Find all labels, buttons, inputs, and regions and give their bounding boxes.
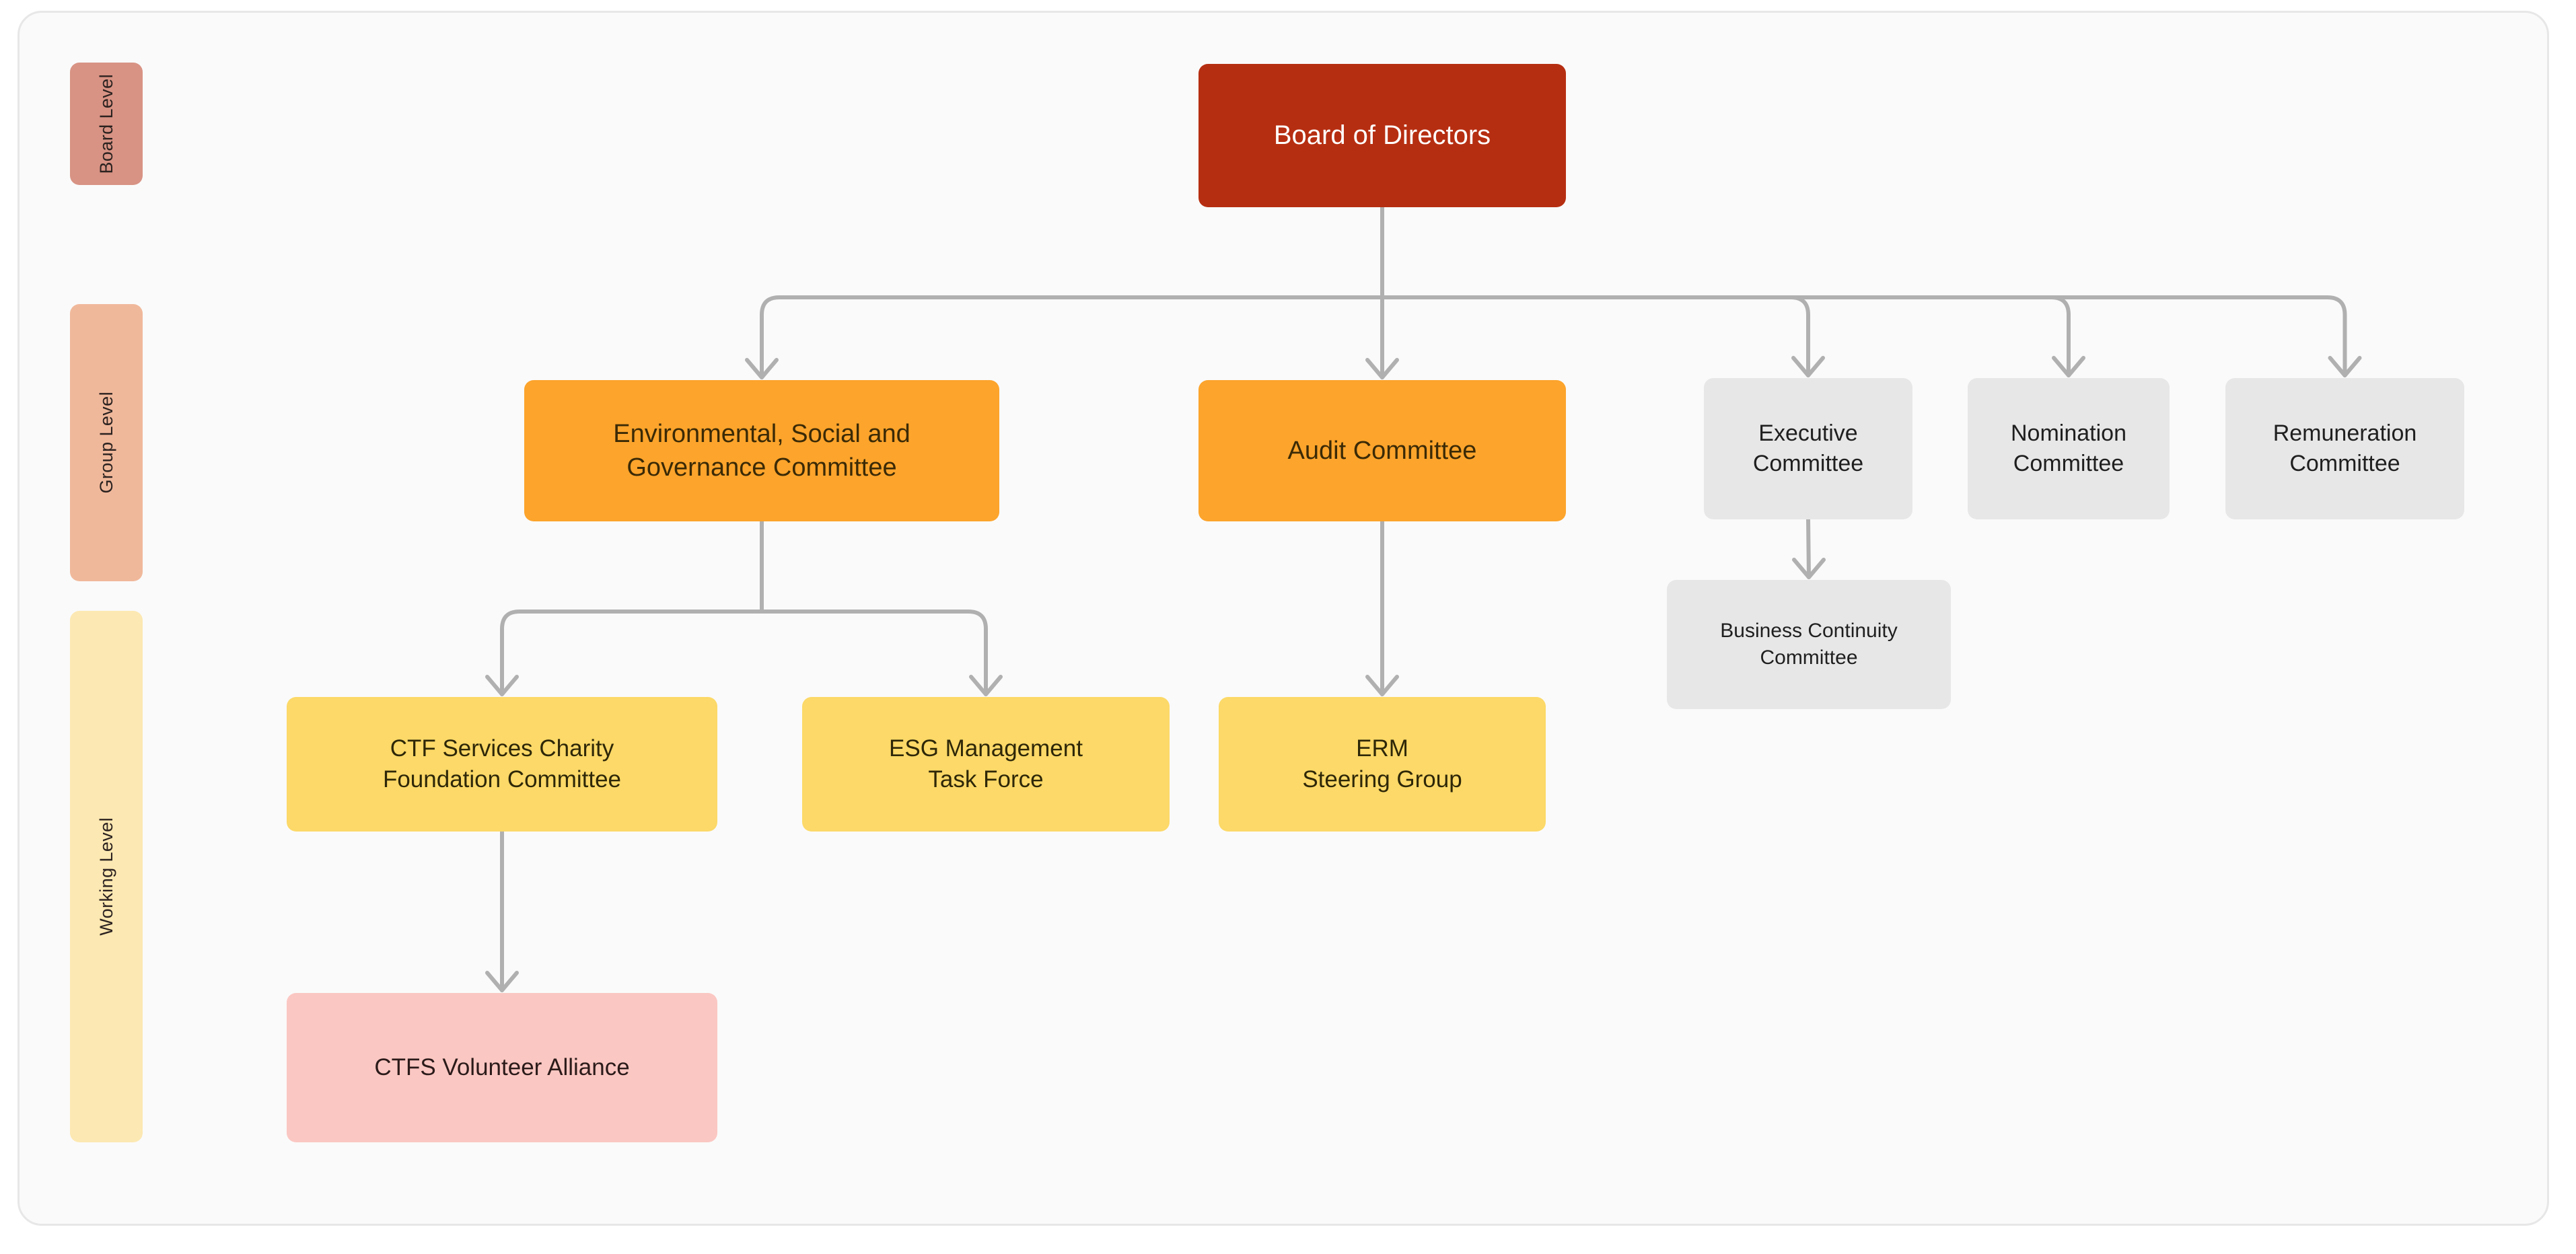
node-label-line: Board of Directors (1273, 120, 1491, 151)
node-label-line: Executive (1758, 420, 1858, 447)
node-audit-committee[interactable]: Audit Committee (1198, 380, 1566, 521)
node-label-line: CTFS Volunteer Alliance (374, 1054, 630, 1080)
connector-board-of-directors-to-esg-committee (760, 295, 1384, 379)
node-label: CTFS Volunteer Alliance (374, 1052, 629, 1083)
node-label-line: Governance Committee (627, 453, 897, 482)
node-label-line: Committee (1760, 647, 1858, 669)
node-ctfs-volunteer-alliance[interactable]: CTFS Volunteer Alliance (287, 993, 717, 1142)
node-label-line: Committee (2013, 451, 2124, 476)
connector-esg-committee-to-esg-management-task-force (760, 610, 988, 696)
node-label-line: Committee (2289, 451, 2400, 476)
arrowhead-ctf-services-charity-foundation-committee (485, 675, 519, 696)
node-label-line: Committee (1752, 451, 1864, 476)
node-label-line: Steering Group (1302, 766, 1462, 792)
connector-board-of-directors-to-nomination-committee (1380, 295, 2071, 377)
arrowhead-audit-committee (1365, 358, 1399, 379)
arrowhead-erm-steering-group (1365, 675, 1399, 696)
node-label-line: Remuneration (2273, 420, 2417, 447)
node-label-line: Task Force (928, 766, 1044, 792)
arrowhead-esg-management-task-force (969, 675, 1003, 696)
level-lane-board: Board Level (70, 63, 143, 185)
node-label: Board of Directors (1274, 118, 1491, 153)
node-label-line: ERM (1356, 735, 1408, 762)
node-label-line: Environmental, Social and (613, 419, 910, 448)
connector-board-of-directors-to-remuneration-committee (1380, 295, 2347, 377)
arrowhead-remuneration-committee (2328, 356, 2362, 377)
node-board-of-directors[interactable]: Board of Directors (1198, 64, 1566, 207)
node-label: Audit Committee (1288, 434, 1477, 468)
arrowhead-esg-committee (745, 358, 779, 379)
level-lane-label: Board Level (96, 73, 116, 174)
arrowhead-executive-committee (1791, 356, 1825, 377)
arrowhead-ctfs-volunteer-alliance (485, 971, 519, 992)
connector-board-of-directors-to-executive-committee (1380, 295, 1810, 377)
node-label-line: Nomination (2011, 420, 2126, 447)
arrowhead-nomination-committee (2052, 356, 2085, 377)
node-erm-steering-group[interactable]: ERM Steering Group (1219, 697, 1546, 832)
level-lane-working: Working Level (70, 611, 143, 1142)
node-label-line: CTF Services Charity (390, 735, 614, 762)
connector-executive-committee-to-business-continuity-committee (1806, 517, 1811, 579)
node-label-line: Audit Committee (1287, 436, 1477, 465)
node-label-line: Foundation Committee (382, 766, 622, 792)
node-label-line: Business Continuity (1720, 620, 1898, 642)
level-lane-label: Group Level (96, 392, 116, 494)
node-label-line: ESG Management (889, 735, 1083, 762)
level-lane-label: Working Level (96, 817, 116, 936)
level-lane-group: Group Level (70, 304, 143, 581)
node-label: ERM Steering Group (1302, 733, 1462, 795)
connector-esg-committee-to-ctf-services-charity-foundation-committee (500, 610, 764, 696)
arrowhead-business-continuity-committee (1792, 558, 1826, 579)
